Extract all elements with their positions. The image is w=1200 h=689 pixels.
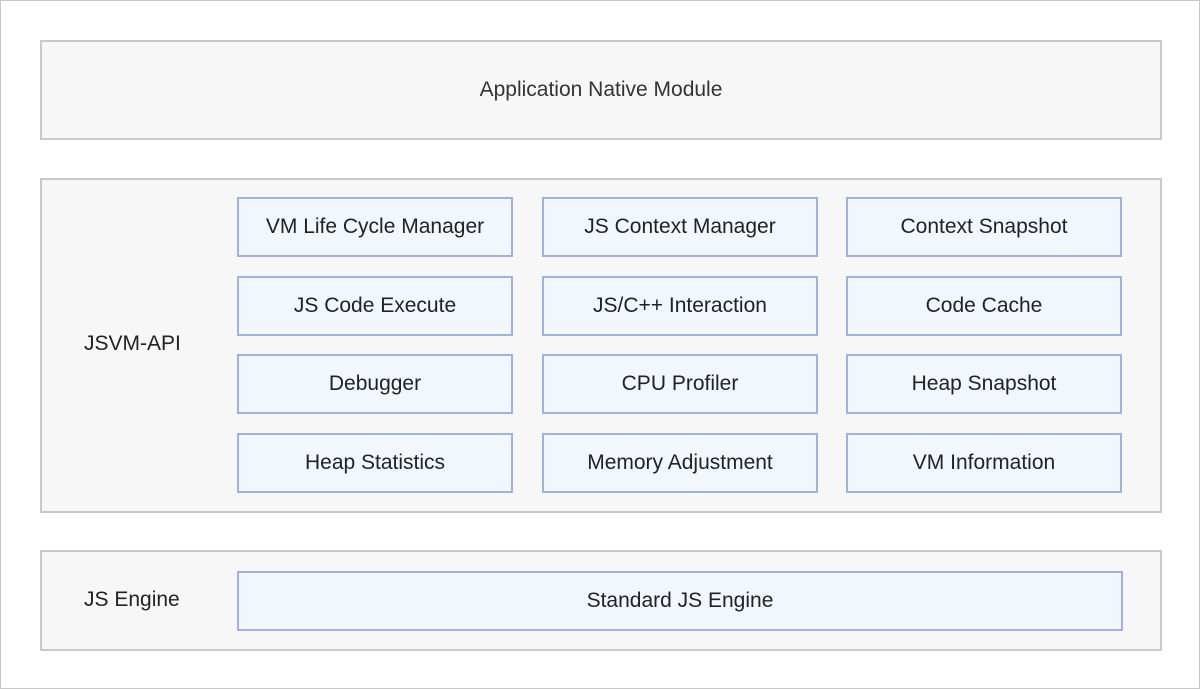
module-js-code-execute: JS Code Execute: [237, 276, 513, 336]
jsvm-api-label: JSVM-API: [84, 332, 181, 355]
module-heap-statistics: Heap Statistics: [237, 433, 513, 493]
module-js-cpp-interaction: JS/C++ Interaction: [542, 276, 818, 336]
module-cpu-profiler: CPU Profiler: [542, 354, 818, 414]
application-native-module-layer: Application Native Module: [40, 40, 1162, 140]
module-memory-adjustment: Memory Adjustment: [542, 433, 818, 493]
module-code-cache: Code Cache: [846, 276, 1122, 336]
jsvm-api-layer: JSVM-API VM Life Cycle Manager JS Contex…: [40, 178, 1162, 513]
js-engine-label: JS Engine: [84, 588, 180, 611]
application-layer-title: Application Native Module: [479, 78, 723, 101]
module-standard-js-engine: Standard JS Engine: [237, 571, 1123, 631]
module-heap-snapshot: Heap Snapshot: [846, 354, 1122, 414]
module-vm-information: VM Information: [846, 433, 1122, 493]
js-engine-layer: JS Engine Standard JS Engine: [40, 550, 1162, 651]
module-debugger: Debugger: [237, 354, 513, 414]
module-vm-life-cycle-manager: VM Life Cycle Manager: [237, 197, 513, 257]
module-js-context-manager: JS Context Manager: [542, 197, 818, 257]
module-context-snapshot: Context Snapshot: [846, 197, 1122, 257]
